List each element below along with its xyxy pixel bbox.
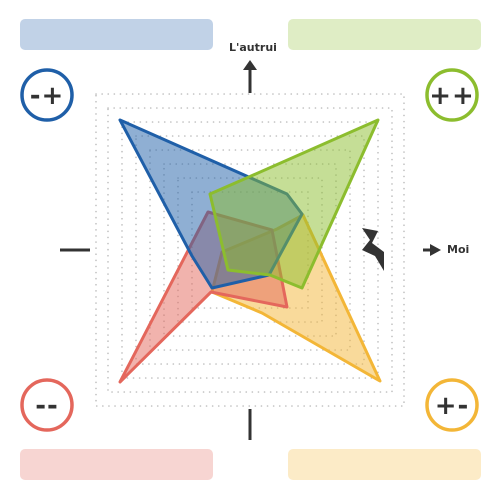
quadrant-badge-bottom-left: -- [20,378,74,432]
quadrant-symbol-bottom-right: +- [435,391,470,421]
label-box-top-left [20,19,213,50]
shape-layer [118,118,382,384]
axis-label-top: L'autrui [229,41,277,54]
label-box-bottom-right [288,449,481,480]
quadrant-symbol-top-left: -+ [30,81,65,111]
axis-arrow-top [243,60,257,93]
quadrant-symbol-top-right: ++ [429,81,475,111]
quadrant-badge-bottom-right: +- [425,378,479,432]
label-box-top-right [288,19,481,50]
quadrant-badge-top-left: -+ [20,68,74,122]
shape-green [208,118,380,290]
label-box-bottom-left [20,449,213,480]
axis-arrow-right [423,244,441,256]
axis-label-right: Moi [447,243,470,256]
quadrant-badge-top-right: ++ [425,68,479,122]
lightning-icon [362,228,384,271]
quadrant-symbol-bottom-left: -- [35,391,59,421]
